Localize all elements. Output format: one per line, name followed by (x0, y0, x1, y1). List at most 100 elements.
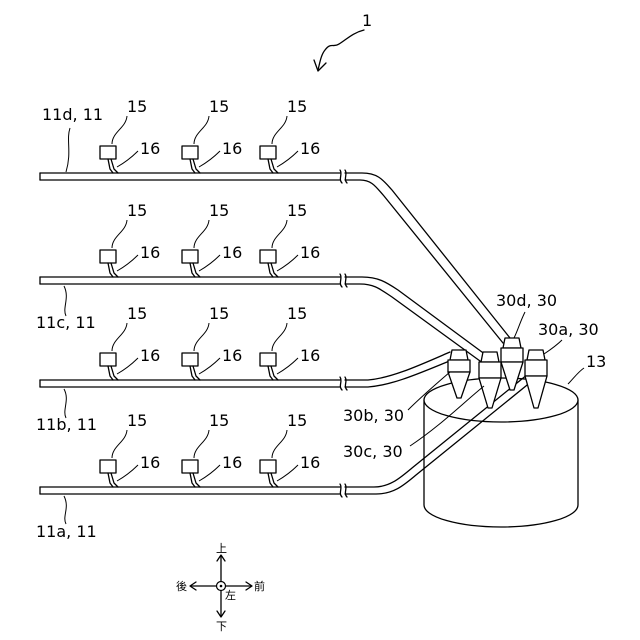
nozzle-leader-b-1 (199, 358, 220, 374)
nozzle-label-d-2: 16 (300, 139, 320, 158)
pipe-b-top-edge-right (345, 352, 450, 380)
nozzle-leader-c-0 (117, 255, 138, 271)
out-of-page-dot-icon (220, 585, 223, 588)
pipe-c-top-edge-right (345, 277, 486, 355)
box-label-c-0: 15 (127, 201, 147, 220)
pipe-d-label: 11d, 11 (42, 105, 103, 124)
nozzle-label-c-2: 16 (300, 243, 320, 262)
nozzle-label-b-1: 16 (222, 346, 242, 365)
separator-a-label: 30a, 30 (538, 320, 599, 339)
separator-d-label: 30d, 30 (496, 291, 557, 310)
box-label-d-0: 15 (127, 97, 147, 116)
tank-top (424, 378, 578, 422)
direction-down: 下 (216, 620, 227, 633)
spray-head-box-b-1 (182, 353, 198, 366)
nozzle-leader-c-2 (277, 255, 298, 271)
pipe-a-leader (64, 496, 66, 524)
nozzle-leader-a-0 (117, 465, 138, 481)
separator-b-label: 30b, 30 (343, 406, 404, 425)
pipe-b-leader (64, 389, 66, 418)
nozzle-leader-c-1 (199, 255, 220, 271)
box-leader-d-1 (194, 116, 209, 144)
spray-head-box-a-2 (260, 460, 276, 473)
pipe-a-break-1 (340, 484, 342, 497)
box-leader-a-0 (112, 430, 127, 458)
separator-a-leader (544, 340, 562, 354)
direction-back: 後 (176, 579, 187, 593)
box-leader-b-0 (112, 323, 127, 351)
separator-a-body (525, 360, 547, 376)
nozzle-label-a-2: 16 (300, 453, 320, 472)
pipe-d-bottom-edge-right (345, 180, 503, 343)
nozzle-label-d-1: 16 (222, 139, 242, 158)
spray-head-box-d-2 (260, 146, 276, 159)
tank-leader (568, 368, 584, 384)
nozzle-leader-d-2 (277, 151, 298, 167)
main-ref-label: 1 (362, 11, 372, 30)
pipe-c (40, 274, 486, 361)
box-leader-c-2 (272, 220, 287, 248)
pipe-b-break-1 (340, 377, 342, 390)
pipe-d-break-2 (345, 170, 347, 183)
pipe-c-break-2 (345, 274, 347, 287)
box-leader-c-1 (194, 220, 209, 248)
pipe-d-leader (66, 128, 70, 172)
spray-head-box-c-1 (182, 250, 198, 263)
box-label-c-2: 15 (287, 201, 307, 220)
box-label-b-0: 15 (127, 304, 147, 323)
box-leader-a-2 (272, 430, 287, 458)
box-label-a-2: 15 (287, 411, 307, 430)
pipe-a-break-2 (345, 484, 347, 497)
pipe-c-leader (64, 286, 66, 316)
spray-head-box-d-1 (182, 146, 198, 159)
box-leader-d-2 (272, 116, 287, 144)
separator-b-body (448, 360, 470, 372)
separator-d-leader (514, 312, 525, 338)
spray-head-box-a-1 (182, 460, 198, 473)
direction-indicator: 上 下 後 前 左 (176, 542, 265, 633)
main-reference: 1 (314, 11, 372, 71)
box-leader-b-1 (194, 323, 209, 351)
box-label-b-1: 15 (209, 304, 229, 323)
box-leader-a-1 (194, 430, 209, 458)
spray-head-box-c-0 (100, 250, 116, 263)
nozzle-label-b-0: 16 (140, 346, 160, 365)
pipe-d-top-edge-right (345, 173, 510, 338)
nozzle-label-a-0: 16 (140, 453, 160, 472)
box-label-a-0: 15 (127, 411, 147, 430)
pipe-d-break-1 (340, 170, 342, 183)
nozzle-label-b-2: 16 (300, 346, 320, 365)
box-label-d-2: 15 (287, 97, 307, 116)
box-leader-c-0 (112, 220, 127, 248)
box-label-b-2: 15 (287, 304, 307, 323)
pipe-b-break-2 (345, 377, 347, 390)
spray-head-box-b-2 (260, 353, 276, 366)
pipe-c-break-1 (340, 274, 342, 287)
pipe-a-label: 11a, 11 (36, 522, 97, 541)
box-label-a-1: 15 (209, 411, 229, 430)
spray-head-box-b-0 (100, 353, 116, 366)
separator-c-label: 30c, 30 (343, 442, 403, 461)
nozzle-leader-b-0 (117, 358, 138, 374)
separator-a-cap (527, 350, 545, 360)
pipe-b-label: 11b, 11 (36, 415, 97, 434)
nozzle-leader-a-2 (277, 465, 298, 481)
pipe-labels: 11d, 11 11c, 11 11b, 11 11a, 11 (36, 105, 103, 541)
nozzle-label-c-0: 16 (140, 243, 160, 262)
spray-head-box-d-0 (100, 146, 116, 159)
separator-c-cap (481, 352, 499, 362)
nozzle-leader-d-1 (199, 151, 220, 167)
separator-c-body (479, 362, 501, 378)
separator-d-cap (503, 338, 521, 348)
direction-left: 左 (225, 589, 236, 602)
nozzle-leader-b-2 (277, 358, 298, 374)
nozzle-label-a-1: 16 (222, 453, 242, 472)
nozzle-label-d-0: 16 (140, 139, 160, 158)
box-label-c-1: 15 (209, 201, 229, 220)
tank-label: 13 (586, 352, 606, 371)
direction-front: 前 (254, 579, 265, 593)
box-leader-b-2 (272, 323, 287, 351)
box-label-d-1: 15 (209, 97, 229, 116)
direction-up: 上 (216, 542, 227, 555)
